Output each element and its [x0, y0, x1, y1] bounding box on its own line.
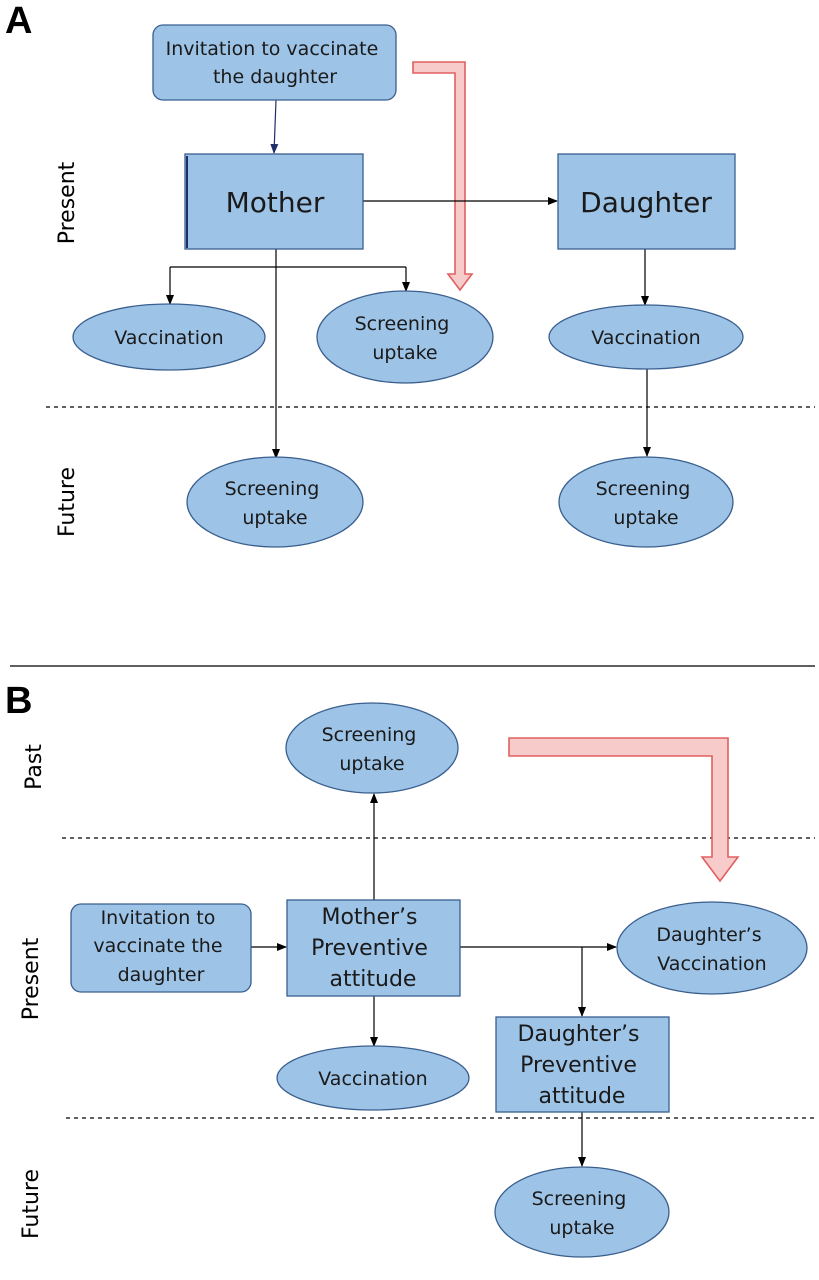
panel-b-present-label: Present [19, 937, 44, 1020]
panel-a-invitation-line2: the daughter [213, 66, 337, 88]
panel-b-invitation-line3: daughter [118, 964, 205, 986]
panel-a-daughter-label: Daughter [580, 186, 712, 219]
panel-a-daughter-future-screening-line1: Screening [596, 478, 691, 500]
panel-a-mother-vaccination-oval: Vaccination [72, 303, 266, 371]
svg-text:Invitation to vaccinate: Invitation to vaccinate the daughter [166, 38, 385, 88]
panel-b-mother-vaccination-oval: Vaccination [276, 1045, 470, 1111]
panel-b-invitation-line1: Invitation to [101, 907, 216, 929]
panel-b-past-screening-line2: uptake [339, 753, 404, 775]
panel-b-mother-attitude-box: Mother’s Preventive attitude [286, 899, 461, 997]
svg-text:Screening uptake: Screening uptake [596, 478, 697, 529]
panel-a-daughter-future-screening-oval: Screening uptake [558, 456, 734, 548]
panel-b-past-screening-oval: Screening uptake [285, 702, 459, 794]
panel-b-daughter-attitude-line2: Preventive [520, 1053, 637, 1078]
panel-a-mother-box: Mother [184, 153, 364, 250]
panel-b-daughter-vaccination-oval: Daughter’s Vaccination [616, 901, 808, 995]
panel-b-daughter-attitude-line1: Daughter’s [518, 1022, 640, 1047]
panel-b-mother-vaccination-label: Vaccination [318, 1068, 427, 1090]
panel-b-past-label: Past [22, 744, 47, 790]
panel-a-daughter-vaccination-label: Vaccination [591, 327, 700, 349]
panel-b-future-screening-line2: uptake [549, 1217, 614, 1239]
panel-a-mother-screening-line1: Screening [355, 313, 450, 335]
panel-b-mother-attitude-line2: Preventive [311, 936, 428, 961]
panel-a: A Present Future Invitation to vaccinate… [5, 0, 815, 548]
svg-text:Screening uptake: Screening uptake [225, 478, 326, 529]
svg-text:Screening uptake: Screening uptake [355, 313, 456, 364]
panel-a-daughter-box: Daughter [557, 153, 736, 250]
panel-b-future-label: Future [19, 1169, 44, 1239]
panel-b-past-screening-line1: Screening [322, 724, 417, 746]
panel-a-flow-arrow [412, 61, 474, 292]
panel-a-connector-invitation-mother [270, 99, 279, 154]
svg-text:Mother’s Preventive: Mother’s Preventive attitude [311, 905, 435, 992]
svg-text:Invitation to vaccinat: Invitation to vaccinate the daughter [93, 907, 228, 986]
panel-b-mother-attitude-line1: Mother’s [321, 905, 417, 930]
panel-b: B Past Present Future Screening uptake I… [5, 680, 815, 1258]
panel-a-mother-future-screening-line2: uptake [242, 507, 307, 529]
panel-b-mother-attitude-line3: attitude [330, 967, 417, 992]
panel-b-future-screening-line1: Screening [532, 1188, 627, 1210]
svg-text:Screening uptake: Screening uptake [532, 1188, 633, 1239]
panel-b-daughter-attitude-line3: attitude [539, 1084, 626, 1109]
panel-a-daughter-vaccination-oval: Vaccination [548, 304, 744, 370]
panel-b-flow-arrow [508, 737, 740, 883]
panel-a-future-label: Future [55, 467, 80, 537]
panel-a-mother-screening-line2: uptake [372, 342, 437, 364]
svg-text:Daughter’s Preventive: Daughter’s Preventive attitude [518, 1022, 647, 1109]
panel-b-future-screening-oval: Screening uptake [494, 1166, 670, 1258]
panel-a-mother-future-screening-oval: Screening uptake [186, 456, 364, 548]
panel-b-daughter-vaccination-line1: Daughter’s [656, 924, 761, 946]
panel-a-mother-label: Mother [226, 186, 325, 219]
panel-a-mother-future-screening-line1: Screening [225, 478, 320, 500]
panel-b-invitation-box: Invitation to vaccinate the daughter [70, 903, 252, 993]
panel-b-daughter-vaccination-line2: Vaccination [657, 953, 766, 975]
svg-text:Screening uptake: Screening uptake [322, 724, 423, 775]
panel-a-daughter-future-screening-line2: uptake [613, 507, 678, 529]
panel-b-invitation-line2: vaccinate the [93, 935, 222, 957]
panel-b-label: B [5, 680, 32, 722]
panel-a-invitation-line1: Invitation to vaccinate [166, 38, 379, 60]
panel-a-invitation-box: Invitation to vaccinate the daughter [152, 24, 397, 101]
panel-a-label: A [5, 0, 32, 42]
panel-a-present-label: Present [55, 161, 80, 244]
svg-text:Daughter’s Vaccination: Daughter’s Vaccination [656, 924, 767, 975]
panel-a-mother-screening-oval: Screening uptake [316, 290, 494, 384]
panel-b-daughter-attitude-box: Daughter’s Preventive attitude [495, 1016, 670, 1113]
panel-a-mother-vaccination-label: Vaccination [114, 327, 223, 349]
